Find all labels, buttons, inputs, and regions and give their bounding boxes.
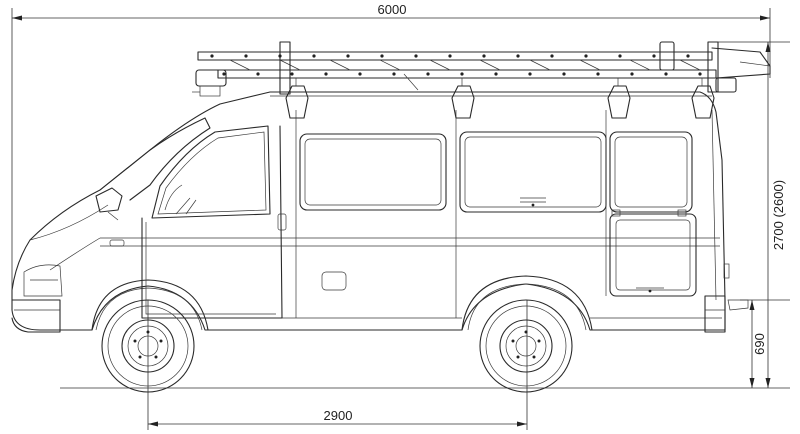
step-height-label: 690 (752, 333, 767, 355)
rivet (618, 54, 622, 58)
overall-length-label: 6000 (378, 2, 407, 17)
rivet (426, 72, 430, 76)
side-window-1 (299, 133, 447, 211)
rear-wheel (479, 299, 573, 393)
rivet (562, 72, 566, 76)
rivet (256, 72, 260, 76)
rivet (312, 54, 316, 58)
rivet (460, 72, 464, 76)
rivet (686, 54, 690, 58)
rivet (278, 54, 282, 58)
rivet (290, 72, 294, 76)
rivet (596, 72, 600, 76)
side-window-3 (609, 131, 693, 213)
height-label: 2700 (2600) (771, 180, 786, 250)
rivet (324, 72, 328, 76)
rivet (630, 72, 634, 76)
ladder-rivets (210, 54, 702, 76)
rivet (550, 54, 554, 58)
rivet (584, 54, 588, 58)
rivet (448, 54, 452, 58)
rivet (698, 72, 702, 76)
rivet (222, 72, 226, 76)
rivet (516, 54, 520, 58)
side-window-2 (459, 131, 607, 213)
sliding-door (295, 109, 717, 318)
rivet (358, 72, 362, 76)
step-height-dimension: 690 (740, 299, 790, 388)
rivet (528, 72, 532, 76)
front-wheel (101, 299, 195, 393)
wheelbase-dimension: 2900 (147, 300, 528, 430)
roof-mounts (285, 78, 715, 119)
roof-ladder (192, 41, 771, 97)
rivet (652, 54, 656, 58)
rivet (414, 54, 418, 58)
height-dimension: 2700 (2600) (712, 41, 790, 388)
overall-length-dimension: 6000 (11, 2, 771, 300)
rivet (346, 54, 350, 58)
rivet (244, 54, 248, 58)
rivet (392, 72, 396, 76)
cab-door (95, 117, 287, 319)
rear-access-hatch (609, 213, 697, 297)
rivet (482, 54, 486, 58)
van-body (11, 91, 749, 333)
rivet (664, 72, 668, 76)
side-windows (299, 131, 693, 213)
rivet (494, 72, 498, 76)
rivet (210, 54, 214, 58)
wheelbase-label: 2900 (324, 408, 353, 423)
rivet (380, 54, 384, 58)
